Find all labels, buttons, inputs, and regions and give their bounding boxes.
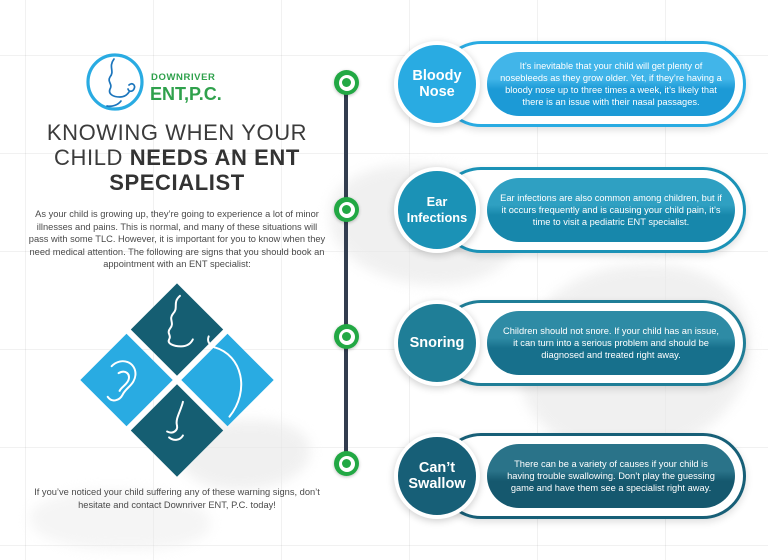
ent-diamond-icon bbox=[80, 283, 274, 477]
item-pill-outline: Ear infections are also common among chi… bbox=[438, 167, 746, 253]
item-label: Ear Infections bbox=[406, 194, 468, 225]
item-description-pill: Children should not snore. If your child… bbox=[487, 311, 735, 375]
ent-diamond-graphic bbox=[18, 282, 336, 485]
item-label-circle: Snoring bbox=[394, 300, 480, 386]
timeline-line bbox=[344, 82, 348, 463]
throat-curve-icon bbox=[207, 335, 243, 418]
item-description: Children should not snore. If your child… bbox=[502, 326, 720, 360]
item-label: Snoring bbox=[409, 335, 465, 351]
timeline-node-1 bbox=[334, 70, 359, 95]
title-line-3: SPECIALIST bbox=[109, 170, 245, 195]
face-profile-icon bbox=[167, 294, 194, 348]
timeline-node-ring bbox=[338, 455, 355, 472]
item-description: Ear infections are also common among chi… bbox=[500, 193, 722, 227]
title-line-2-bold: NEEDS AN ENT bbox=[129, 145, 300, 170]
throat-diamond bbox=[181, 333, 274, 427]
item-pill-outline: There can be a variety of causes if your… bbox=[438, 433, 746, 519]
item-pill-outline: Children should not snore. If your child… bbox=[438, 300, 746, 386]
title-line-1: KNOWING WHEN YOUR bbox=[46, 120, 308, 145]
timeline-item-cant-swallow: There can be a variety of causes if your… bbox=[394, 430, 746, 522]
timeline-node-dot bbox=[342, 78, 351, 87]
item-label-circle: Bloody Nose bbox=[394, 41, 480, 127]
nose-diamond bbox=[130, 384, 224, 477]
item-label-circle: Ear Infections bbox=[394, 167, 480, 253]
timeline-node-dot bbox=[342, 205, 351, 214]
brand-name-bottom: ENT,P.C. bbox=[150, 84, 222, 104]
closing-paragraph: If you’ve noticed your child suffering a… bbox=[34, 487, 320, 510]
company-logo: DOWNRIVER ENT,P.C. bbox=[18, 48, 336, 118]
timeline-node-ring bbox=[338, 201, 355, 218]
timeline-node-ring bbox=[338, 74, 355, 91]
timeline-node-3 bbox=[334, 324, 359, 349]
item-pill-outline: It’s inevitable that your child will get… bbox=[438, 41, 746, 127]
ear-icon bbox=[106, 360, 137, 402]
timeline-node-4 bbox=[334, 451, 359, 476]
title-line-2-regular: CHILD bbox=[54, 145, 124, 170]
world-map-watermark bbox=[30, 490, 210, 550]
item-label: Bloody Nose bbox=[412, 68, 462, 100]
nose-icon bbox=[166, 400, 184, 441]
timeline-item-snoring: Children should not snore. If your child… bbox=[394, 297, 746, 389]
item-description-pill: Ear infections are also common among chi… bbox=[487, 178, 735, 242]
intro-paragraph: As your child is growing up, they’re goi… bbox=[28, 209, 326, 269]
item-label-circle: Can’t Swallow bbox=[394, 433, 480, 519]
item-description: There can be a variety of causes if your… bbox=[507, 459, 715, 493]
item-description: It’s inevitable that your child will get… bbox=[500, 61, 722, 107]
timeline-item-bloody-nose: It’s inevitable that your child will get… bbox=[394, 38, 746, 130]
item-description-pill: It’s inevitable that your child will get… bbox=[487, 52, 735, 116]
timeline-node-2 bbox=[334, 197, 359, 222]
timeline-node-dot bbox=[342, 459, 351, 468]
item-label: Can’t Swallow bbox=[408, 460, 466, 492]
item-description-pill: There can be a variety of causes if your… bbox=[487, 444, 735, 508]
downriver-ent-logo-icon: DOWNRIVER ENT,P.C. bbox=[86, 53, 222, 111]
timeline-node-ring bbox=[338, 328, 355, 345]
page-title: KNOWING WHEN YOUR CHILD NEEDS AN ENT SPE… bbox=[18, 120, 336, 195]
brand-name-top: DOWNRIVER bbox=[151, 72, 216, 83]
timeline-item-ear-infections: Ear infections are also common among chi… bbox=[394, 164, 746, 256]
timeline-node-dot bbox=[342, 332, 351, 341]
face-profile-logo-icon bbox=[106, 58, 136, 108]
